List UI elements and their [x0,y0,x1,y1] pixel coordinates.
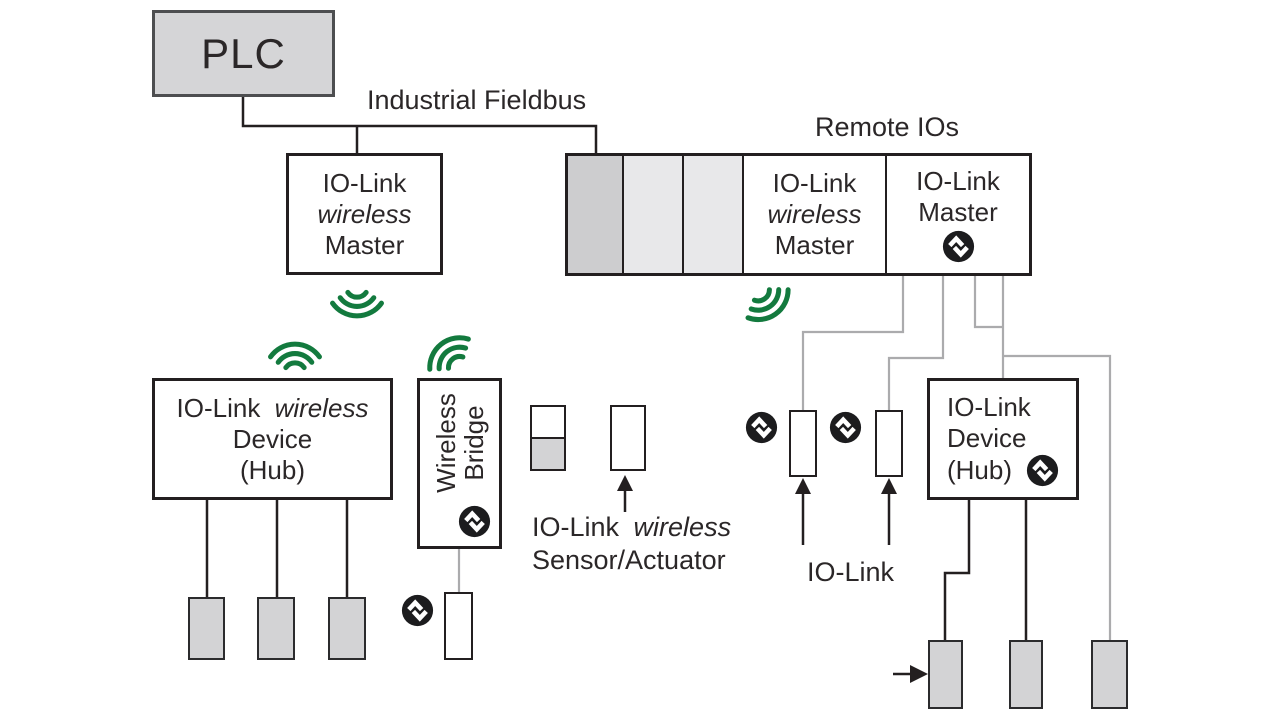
bridge-sensor [444,592,473,660]
wireless-signal-icon [268,341,322,371]
rack-master-line1: IO-Link [916,166,1000,196]
sensor-gray-half [532,437,564,469]
left-device-hub-line1: IO-Link wireless [177,393,369,424]
field-device [1091,640,1128,709]
io-link-logo-icon [1026,454,1059,486]
field-device [928,640,963,709]
left-wireless-master-line2: wireless [317,198,412,229]
left-device-hub-line1-regular: IO-Link [176,392,261,423]
sensor-actuator-line1: IO-Link wireless [532,511,731,544]
remote-ios-label: Remote IOs [815,112,960,142]
left-device-hub-line2: Device [232,423,313,454]
io-module-3 [684,156,744,273]
wireless-sensor [610,405,646,471]
wireless-bridge-line2: Bridge [458,405,489,481]
arrow-up-icon [881,478,897,494]
io-module-2 [624,156,684,273]
wireless-bridge-label-wrap: Wireless Bridge [417,378,502,508]
field-device [257,597,295,660]
left-device-hub-line3: (Hub) [239,454,305,485]
left-wireless-master-line1: IO-Link [322,167,407,198]
industrial-fieldbus-label: Industrial Fieldbus [367,85,587,115]
io-module-1 [568,156,624,273]
wire-master-port-2 [887,275,945,411]
right-device-hub-box: IO-Link Device (Hub) [927,378,1079,500]
left-wireless-master-line3: Master [324,229,405,260]
wire-master-port-1 [801,275,905,411]
field-device [328,597,366,660]
rack-wireless-master-line1: IO-Link [772,168,857,198]
rack-master-box: IO-Link Master [887,156,1029,273]
right-device-hub-line1: IO-Link [947,391,1031,422]
io-link-logo-icon [829,411,862,444]
right-device-hub-line3: (Hub) [947,454,1013,485]
arrow-up-icon [617,475,633,491]
wire-master-port-3 [973,275,1002,329]
io-link-logo-icon [458,505,491,538]
io-link-logo-icon [942,230,974,263]
plc-label: PLC [201,30,286,77]
rack-wireless-master-line3: Master [774,230,855,260]
right-device-hub-line2: Device [947,422,1027,453]
arrow-up-icon [795,478,811,494]
wireless-signal-icon [427,335,471,372]
field-device [1009,640,1043,709]
rack-wireless-master-box: IO-Link wireless Master [744,156,887,273]
sensor-actuator-label: IO-Link wireless Sensor/Actuator [532,511,731,577]
wireless-bridge-line1: Wireless [430,393,461,493]
wire-right-hub-port-1 [943,499,971,641]
wireless-signal-icon [745,287,791,323]
io-link-label: IO-Link [807,557,895,587]
remote-io-rack: IO-Link wireless Master IO-Link Master [565,153,1032,276]
plc-box: PLC [152,10,335,97]
right-device-hub-line3-row: (Hub) [947,454,1059,487]
wire-master-port-5 [1003,354,1112,641]
field-device [188,597,225,660]
left-device-hub-box: IO-Link wireless Device (Hub) [152,378,393,500]
sensor-actuator-line2: Sensor/Actuator [532,545,726,575]
io-link-logo-icon [745,411,778,444]
io-link-sensor-2 [875,410,903,477]
rack-wireless-master-line2: wireless [767,199,862,229]
wire-fieldbus-trunk [241,96,598,154]
sensor-actuator-line1-regular: IO-Link [532,512,620,542]
left-wireless-master-box: IO-Link wireless Master [286,153,443,275]
wireless-bridge-label: Wireless Bridge [430,393,489,493]
io-link-logo-icon [401,594,434,627]
arrow-right-icon [910,665,928,683]
left-device-hub-line1-italic: wireless [274,392,369,423]
rack-master-line2: Master [918,197,998,227]
io-link-sensor-1 [789,410,817,477]
wireless-signal-icon [330,289,384,319]
wireless-sensor-split [530,405,566,471]
sensor-actuator-line1-italic: wireless [633,512,732,542]
